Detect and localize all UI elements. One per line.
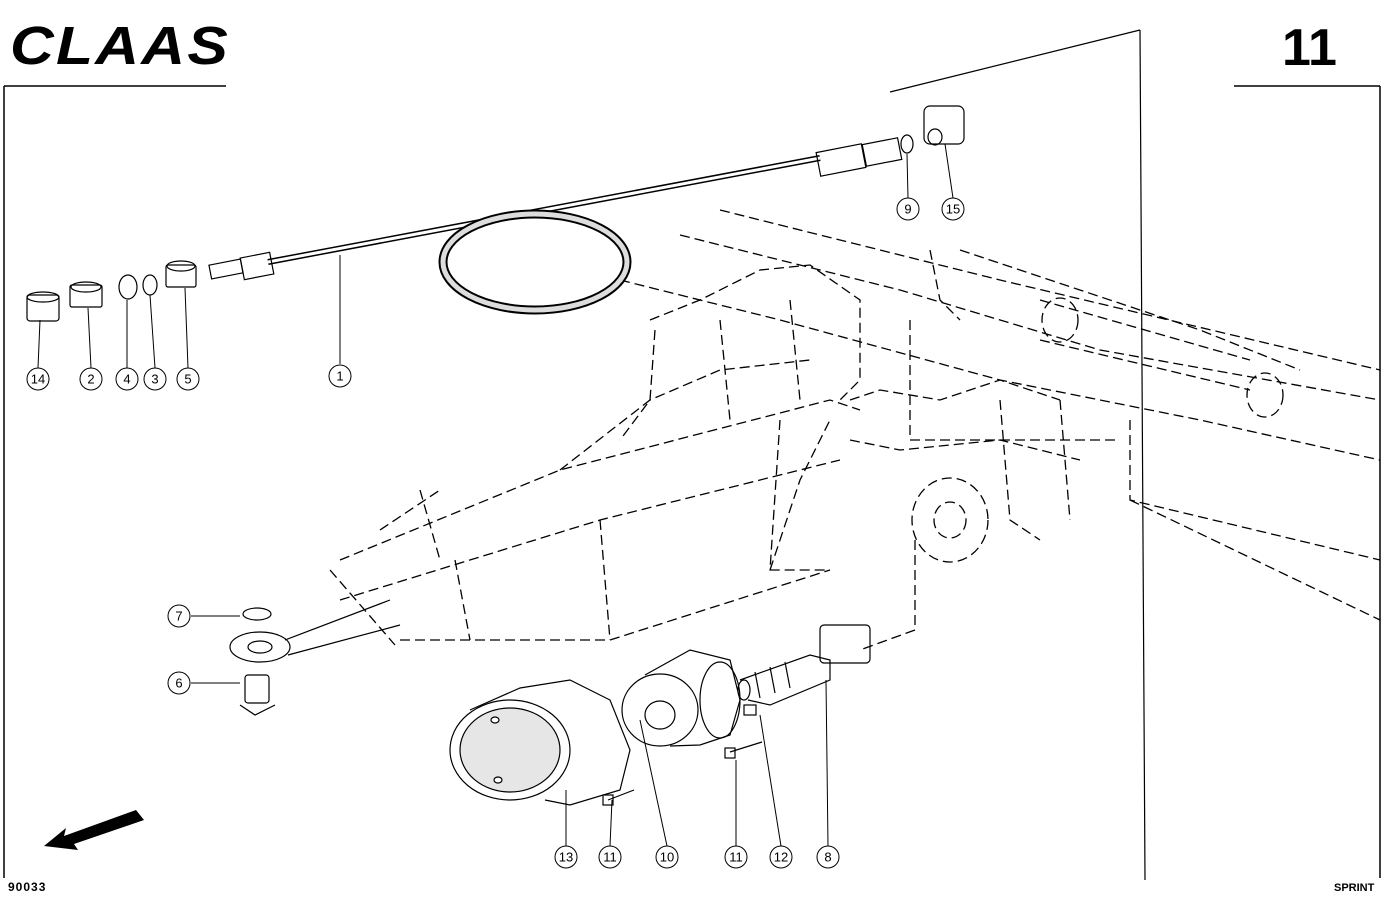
svg-text:14: 14 [31,372,45,387]
callout-3: 3 [143,367,167,391]
callout-13: 13 [554,845,578,869]
bolts [602,704,763,806]
hub-part [621,649,741,747]
callout-2: 2 [79,367,103,391]
svg-text:12: 12 [774,850,788,865]
direction-arrow-icon [44,810,144,850]
callout-8: 8 [816,845,840,869]
callout-11b: 11 [724,845,748,869]
svg-text:2: 2 [87,372,94,387]
svg-text:7: 7 [175,609,182,624]
svg-text:5: 5 [184,372,191,387]
svg-text:4: 4 [123,372,130,387]
callout-4: 4 [115,367,139,391]
svg-text:15: 15 [946,202,960,217]
claas-logo: CLAAS [10,22,230,68]
callout-9: 9 [896,197,920,221]
svg-text:9: 9 [904,202,911,217]
brand-logo-text: CLAAS [10,22,230,68]
callout-15: 15 [941,197,965,221]
svg-text:6: 6 [175,676,182,691]
leader-lines [37,143,954,847]
drawbar-eye [229,599,401,716]
callout-12: 12 [769,845,793,869]
callout-6: 6 [167,671,191,695]
page-number: 11 [1282,19,1337,77]
left-fittings [26,260,197,322]
model-name: SPRINT [1334,882,1375,894]
drawing-code: 90033 [8,880,47,894]
svg-text:13: 13 [559,850,573,865]
svg-text:8: 8 [824,850,831,865]
hose-assembly [208,137,903,315]
svg-text:11: 11 [603,850,617,865]
svg-text:11: 11 [729,850,743,865]
elbow-fitting [889,29,1146,881]
svg-text:10: 10 [660,850,674,865]
callout-5: 5 [176,367,200,391]
svg-text:1: 1 [336,369,343,384]
svg-text:3: 3 [151,372,158,387]
callout-11a: 11 [598,845,622,869]
callout-7: 7 [167,604,191,628]
shaft-part [737,624,871,706]
callout-14: 14 [26,367,50,391]
callout-10: 10 [655,845,679,869]
callout-1: 1 [328,364,352,388]
frame-assembly [329,209,1381,651]
callouts: 14 2 4 3 5 1 9 15 7 6 13 11 10 11 12 8 [26,197,965,869]
drum-part [449,679,631,806]
